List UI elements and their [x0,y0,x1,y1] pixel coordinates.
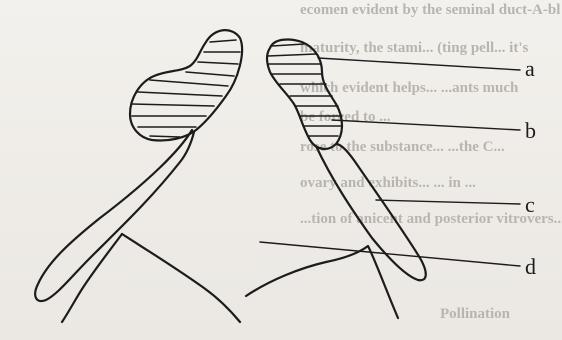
pointer-c [376,200,520,204]
labels: a b c d [525,56,536,279]
label-b: b [525,118,536,143]
bleed-line-3: which evident helps... ...ants much [300,80,519,96]
pointer-b [332,120,520,130]
label-d: d [525,254,536,279]
bleed-through-text: ecomen evident by the seminal duct-A-bl … [300,2,562,322]
bleed-line-6: ovary and exhibits... ... in ... [300,175,476,191]
left-pollinium [130,30,242,140]
pointer-d [260,242,520,266]
label-c: c [525,192,535,217]
left-pollinium-hatching [132,40,240,137]
bleed-line-1: ecomen evident by the seminal duct-A-bl [300,2,560,18]
label-a: a [525,56,535,81]
left-caudicle [35,130,194,301]
bleed-line-2: maturity, the stami... (ting pell... it'… [300,40,528,56]
central-body [62,234,398,322]
pointer-a [318,58,520,70]
bleed-line-7: ...tion of anicent and posterior vitrove… [300,211,562,227]
bleed-line-8: Pollination [440,306,511,322]
